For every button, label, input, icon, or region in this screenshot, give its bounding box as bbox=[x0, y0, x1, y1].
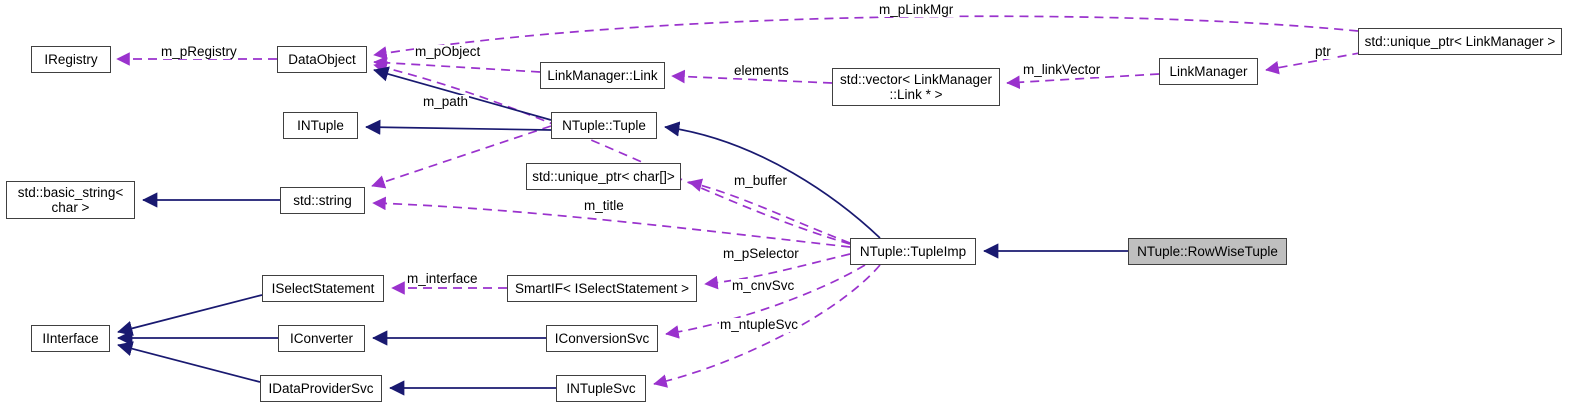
node-smartif-iselectstatement[interactable]: SmartIF< ISelectStatement > bbox=[507, 275, 697, 302]
edge-label-text: m_linkVector bbox=[1023, 62, 1101, 77]
edge-label-text: ptr bbox=[1315, 44, 1331, 59]
edge-label-text: m_path bbox=[423, 94, 469, 109]
node-label: LinkManager bbox=[1169, 63, 1248, 79]
edge-inherit-idataprovider-iinterface bbox=[117, 341, 261, 383]
edge-label-m_linkVector: m_linkVector bbox=[1022, 62, 1102, 77]
node-intuple[interactable]: INTuple bbox=[283, 112, 358, 139]
node-iinterface[interactable]: IInterface bbox=[31, 325, 110, 352]
edge-label-text: m_buffer bbox=[734, 173, 788, 188]
edge-label-text: m_pRegistry bbox=[161, 44, 237, 59]
node-std-string[interactable]: std::string bbox=[280, 187, 365, 214]
edge-label-text: m_ntupleSvc bbox=[720, 317, 799, 332]
node-label: NTuple::Tuple bbox=[562, 117, 646, 133]
edge-label-text: m_pLinkMgr bbox=[879, 2, 954, 17]
node-linkmanager[interactable]: LinkManager bbox=[1159, 58, 1258, 85]
edge-label-m_pObject: m_pObject bbox=[414, 44, 482, 59]
edge-label-m_title: m_title bbox=[583, 199, 625, 213]
node-ntuple-rowwisetuple[interactable]: NTuple::RowWiseTuple bbox=[1128, 238, 1287, 265]
edge-inherit-tuple-intuple bbox=[365, 119, 552, 135]
node-label: std::unique_ptr< char[]> bbox=[532, 168, 675, 184]
edge-m_pObject-tupleimp bbox=[373, 61, 851, 245]
edge-label-text: elements bbox=[734, 63, 789, 78]
node-label: IInterface bbox=[42, 330, 99, 346]
edge-m_buffer bbox=[688, 178, 851, 244]
node-label: std::unique_ptr< LinkManager > bbox=[1364, 33, 1556, 49]
node-std-vector-linkmanager-link[interactable]: std::vector< LinkManager ::Link * > bbox=[832, 68, 1000, 106]
node-label: IRegistry bbox=[44, 51, 98, 67]
edge-label-elements: elements bbox=[733, 64, 790, 78]
node-std-basic-string-char[interactable]: std::basic_string< char > bbox=[6, 181, 135, 219]
node-label: std::basic_string< char > bbox=[17, 184, 124, 215]
edge-m_path bbox=[371, 125, 552, 189]
node-iconverter[interactable]: IConverter bbox=[278, 325, 365, 352]
edge-label-text: m_pObject bbox=[415, 44, 481, 59]
node-iconversionsvc[interactable]: IConversionSvc bbox=[546, 325, 658, 352]
edge-label-text: m_cnvSvc bbox=[732, 278, 795, 293]
node-iselectstatement[interactable]: ISelectStatement bbox=[262, 275, 384, 302]
edge-label-m_pSelector: m_pSelector bbox=[722, 247, 800, 261]
node-intuplesvc[interactable]: INTupleSvc bbox=[556, 375, 646, 402]
node-std-unique-ptr-linkmanager[interactable]: std::unique_ptr< LinkManager > bbox=[1358, 28, 1562, 55]
node-label: IConversionSvc bbox=[554, 330, 650, 346]
node-label: ISelectStatement bbox=[271, 280, 375, 296]
node-ntuple-tuple[interactable]: NTuple::Tuple bbox=[551, 112, 657, 139]
edge-label-m_pRegistry: m_pRegistry bbox=[160, 45, 238, 59]
node-label: INTuple bbox=[297, 117, 344, 133]
edge-label-m_buffer: m_buffer bbox=[733, 173, 789, 188]
edge-m_pLinkMgr bbox=[373, 15, 1359, 60]
edge-label-m_cnvSvc: m_cnvSvc bbox=[731, 278, 796, 293]
edge-label-text: m_title bbox=[584, 198, 624, 213]
node-label: std::string bbox=[293, 192, 352, 208]
node-label: std::vector< LinkManager ::Link * > bbox=[840, 71, 992, 102]
node-label: INTupleSvc bbox=[566, 380, 636, 396]
edge-label-m_interface: m_interface bbox=[406, 272, 479, 286]
node-dataobject[interactable]: DataObject bbox=[277, 46, 367, 73]
edge-label-text: m_interface bbox=[407, 271, 478, 286]
edge-label-m_ntupleSvc: m_ntupleSvc bbox=[719, 317, 800, 332]
node-label: LinkManager::Link bbox=[547, 67, 658, 83]
node-ntuple-tupleimp[interactable]: NTuple::TupleImp bbox=[850, 238, 976, 265]
edge-inherit-iselect-iinterface bbox=[117, 294, 263, 336]
edge-label-m_path: m_path bbox=[422, 94, 470, 109]
edge-label-ptr: ptr bbox=[1314, 45, 1332, 59]
node-std-unique-ptr-char-array[interactable]: std::unique_ptr< char[]> bbox=[526, 163, 681, 190]
node-label: IConverter bbox=[289, 330, 354, 346]
node-label: IDataProviderSvc bbox=[268, 380, 374, 396]
edge-label-text: m_pSelector bbox=[723, 246, 799, 261]
node-label: SmartIF< ISelectStatement > bbox=[514, 280, 690, 296]
edge-label-m_pLinkMgr: m_pLinkMgr bbox=[878, 2, 955, 17]
node-label: DataObject bbox=[288, 51, 356, 67]
edge-m_pObject-link bbox=[373, 55, 541, 73]
node-linkmanager-link[interactable]: LinkManager::Link bbox=[540, 62, 665, 89]
node-label: NTuple::TupleImp bbox=[859, 243, 967, 259]
node-idataprovidersvc[interactable]: IDataProviderSvc bbox=[260, 375, 382, 402]
node-iregistry[interactable]: IRegistry bbox=[31, 46, 111, 73]
node-label: NTuple::RowWiseTuple bbox=[1137, 243, 1278, 259]
